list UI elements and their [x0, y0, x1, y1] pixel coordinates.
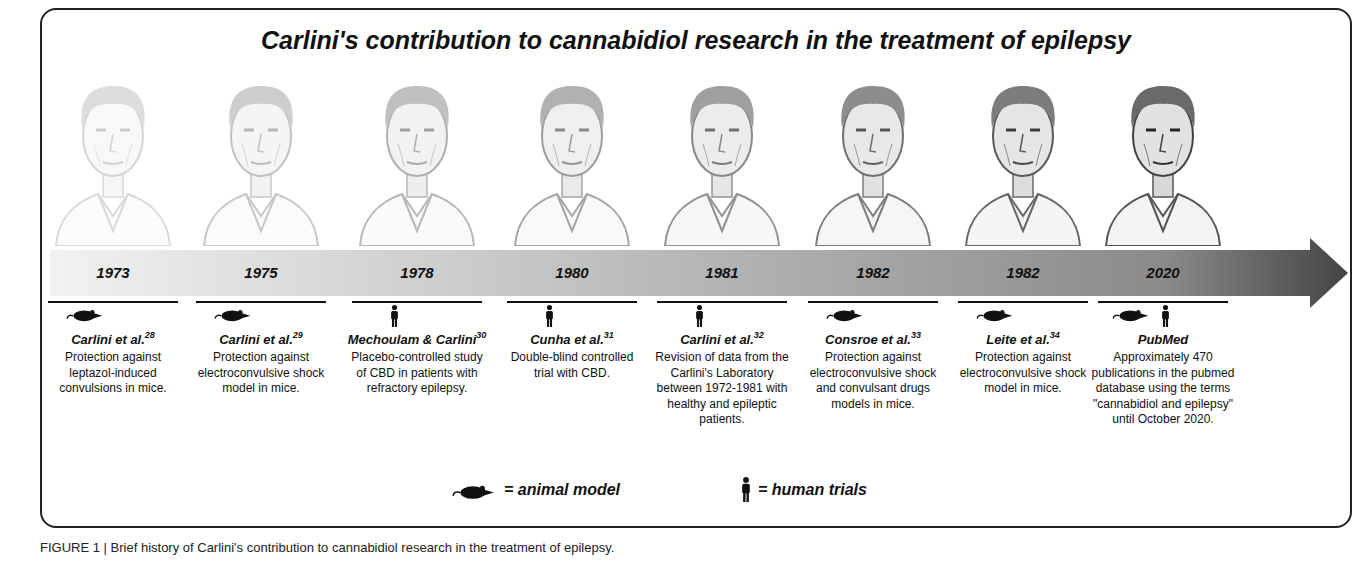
- entry-heading: Cunha et al.: [530, 332, 604, 347]
- year-label: 1982: [856, 264, 889, 281]
- entry-heading: Leite et al.: [986, 332, 1050, 347]
- timeline-entry: PubMedApproximately 470 publications in …: [1091, 330, 1235, 428]
- timeline-entry: Leite et al.34Protection against electro…: [951, 330, 1095, 397]
- year-label: 1982: [1006, 264, 1039, 281]
- timeline-entry: Carlini et al.29Protection against elect…: [189, 330, 333, 397]
- year-label: 1973: [96, 264, 129, 281]
- entry-description: Protection against leptazol-induced conv…: [41, 350, 185, 397]
- entry-heading-line: Mechoulam & Carlini30: [345, 330, 489, 348]
- reference-number: 33: [911, 330, 921, 340]
- reference-number: 31: [604, 330, 614, 340]
- entry-description: Protection against electroconvulsive sho…: [951, 350, 1095, 397]
- timeline-entry: Cunha et al.31Double-blind controlled tr…: [500, 330, 644, 381]
- reference-number: 34: [1050, 330, 1060, 340]
- year-label: 1980: [555, 264, 588, 281]
- timeline-entry: Consroe et al.33Protection against elect…: [801, 330, 945, 412]
- year-label: 1975: [244, 264, 277, 281]
- reference-number: 29: [293, 330, 303, 340]
- legend-text: = animal model: [504, 481, 620, 499]
- entry-heading: Carlini et al.: [219, 332, 293, 347]
- entry-heading: Carlini et al.: [71, 332, 145, 347]
- entry-heading-line: Leite et al.34: [951, 330, 1095, 348]
- timeline-arrow: [50, 238, 1348, 308]
- icons: [67, 305, 1169, 327]
- entry-heading: Carlini et al.: [680, 332, 754, 347]
- entry-description: Revision of data from the Carlini's Labo…: [650, 350, 794, 428]
- entry-heading-line: Carlini et al.32: [650, 330, 794, 348]
- timeline-entry: Carlini et al.28Protection against lepta…: [41, 330, 185, 397]
- reference-number: 30: [476, 330, 486, 340]
- entry-heading-line: Carlini et al.29: [189, 330, 333, 348]
- entry-description: Protection against electroconvulsive sho…: [189, 350, 333, 397]
- entry-description: Protection against electroconvulsive sho…: [801, 350, 945, 412]
- entry-heading: Consroe et al.: [825, 332, 911, 347]
- year-label: 2020: [1146, 264, 1179, 281]
- entry-description: Double-blind controlled trial with CBD.: [500, 350, 644, 381]
- reference-number: 28: [145, 330, 155, 340]
- entry-heading-line: PubMed: [1091, 330, 1235, 348]
- entry-description: Approximately 470 publications in the pu…: [1091, 350, 1235, 428]
- entry-heading: PubMed: [1138, 332, 1189, 347]
- frame-title: Carlini's contribution to cannabidiol re…: [42, 26, 1350, 55]
- timeline-entry: Mechoulam & Carlini30Placebo-controlled …: [345, 330, 489, 397]
- year-label: 1981: [705, 264, 738, 281]
- legend-text: = human trials: [758, 481, 867, 499]
- entry-heading-line: Consroe et al.33: [801, 330, 945, 348]
- entry-heading-line: Cunha et al.31: [500, 330, 644, 348]
- year-label: 1978: [400, 264, 433, 281]
- entry-heading-line: Carlini et al.28: [41, 330, 185, 348]
- legend-icons: [453, 477, 750, 502]
- reference-number: 32: [754, 330, 764, 340]
- entry-heading: Mechoulam & Carlini: [348, 332, 477, 347]
- portraits: [56, 86, 1220, 246]
- figure-caption: FIGURE 1 | Brief history of Carlini's co…: [40, 540, 614, 555]
- tick-bars: [48, 301, 1228, 303]
- timeline-entry: Carlini et al.32Revision of data from th…: [650, 330, 794, 428]
- entry-description: Placebo-controlled study of CBD in patie…: [345, 350, 489, 397]
